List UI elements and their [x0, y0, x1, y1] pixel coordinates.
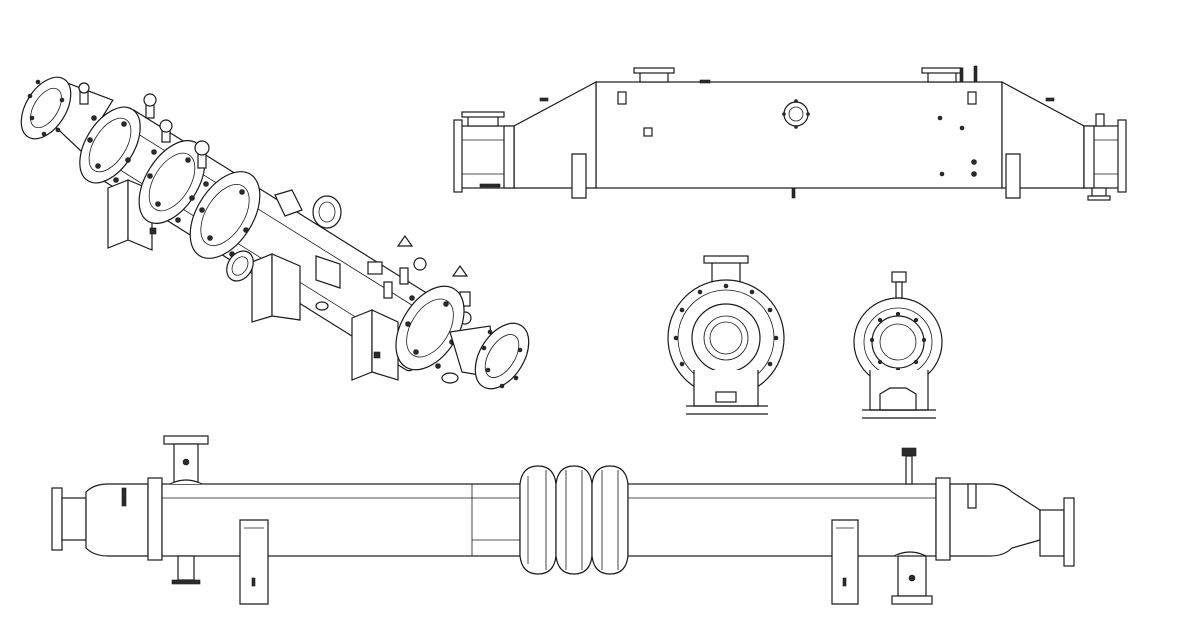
iso-outlet-flange	[395, 285, 465, 371]
outlet-bolt-circle	[869, 311, 927, 373]
end-view-inlet	[667, 255, 785, 415]
triangle-tag-icon	[451, 264, 469, 277]
iso-lower-nozzle	[226, 250, 254, 282]
iso-nameplate	[315, 255, 341, 289]
isometric-view	[20, 76, 530, 390]
iso-body-flange-1	[79, 106, 141, 184]
iso-top-nozzles	[78, 82, 210, 169]
iso-body-flange-3	[189, 171, 261, 259]
iso-support-2	[251, 253, 301, 323]
top-view	[453, 65, 1127, 201]
inlet-bolt-circle	[673, 283, 779, 367]
iso-support-3	[351, 309, 399, 381]
end-view-outlet	[853, 271, 943, 419]
front-view	[51, 435, 1075, 605]
triangle-tag-icon	[396, 234, 414, 247]
expansion-joint-bellows	[519, 465, 629, 575]
iso-right-nozzles	[367, 257, 472, 325]
iso-body-flange-2	[138, 140, 206, 224]
iso-outlet-end-flange	[474, 322, 530, 390]
iso-inlet-flange	[20, 76, 72, 140]
iso-side-nozzle	[274, 189, 342, 229]
